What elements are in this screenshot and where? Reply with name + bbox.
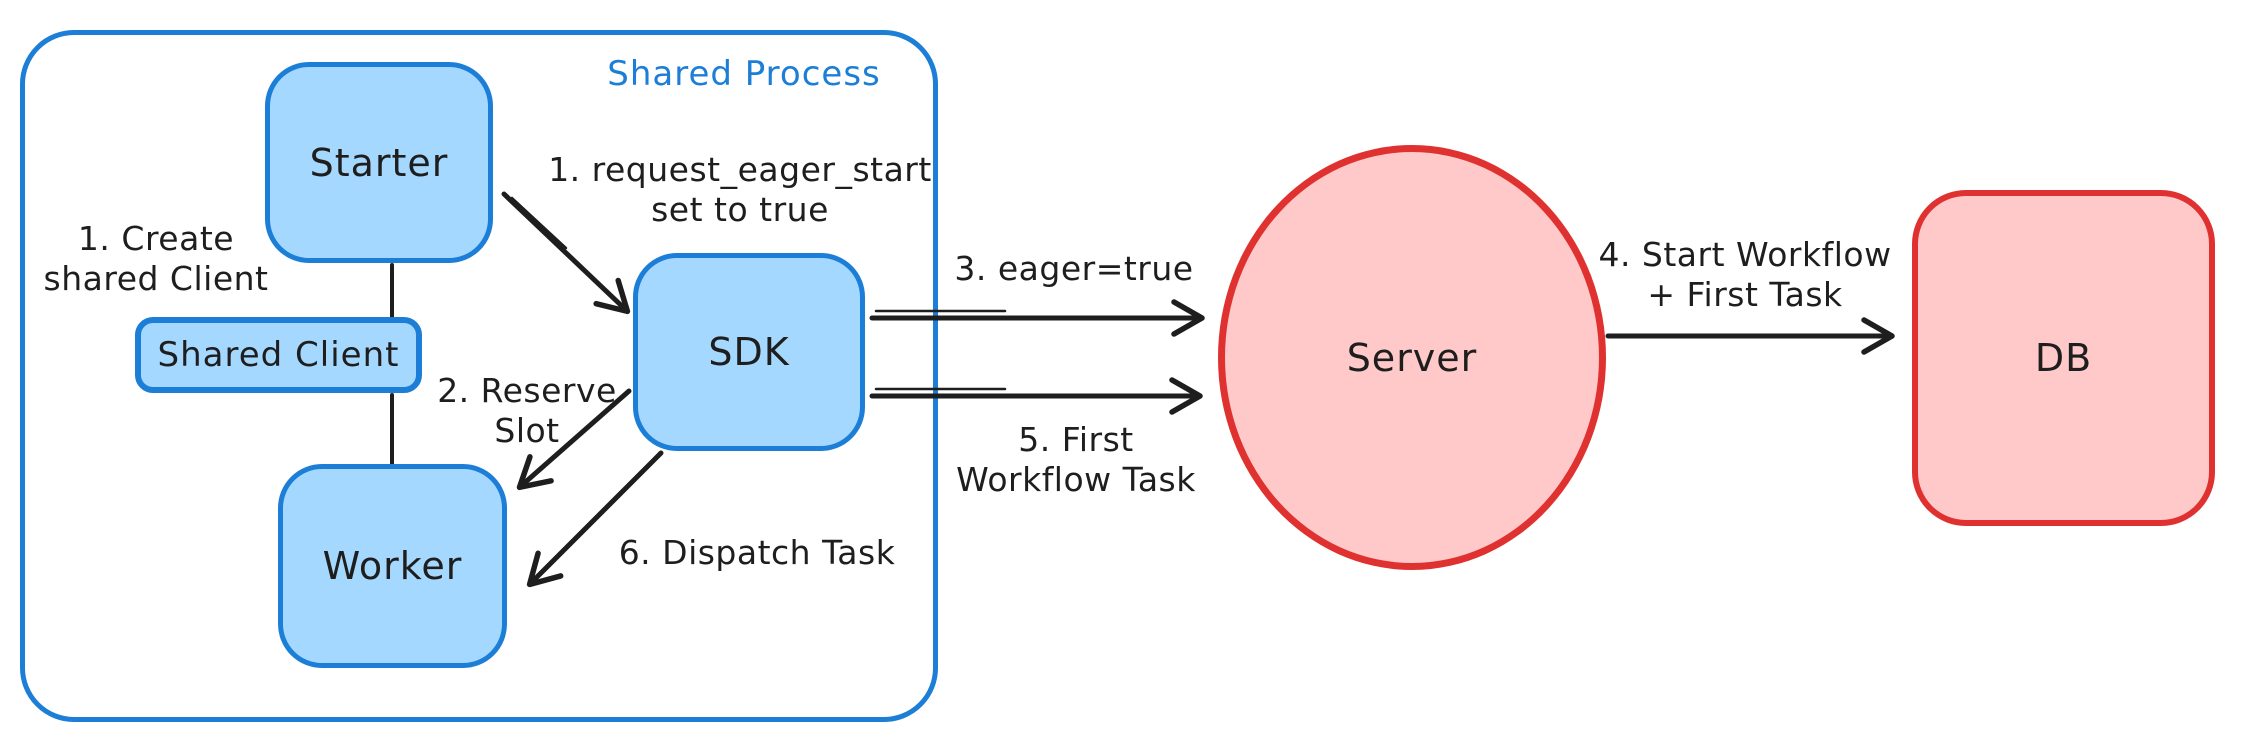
node-starter: Starter <box>265 62 493 263</box>
node-shared-client: Shared Client <box>135 317 422 393</box>
arrow-starter-to-sdk-sketch <box>510 196 568 250</box>
node-server: Server <box>1218 145 1606 570</box>
node-sdk-label: SDK <box>708 330 790 374</box>
node-db-label: DB <box>2034 336 2093 380</box>
arrow-starter-to-sdk <box>501 191 631 315</box>
arrow-sdk-to-worker-reserve <box>516 388 632 491</box>
node-worker: Worker <box>278 464 507 668</box>
node-shared-client-label: Shared Client <box>157 335 400 375</box>
annotation-reserve-slot: 2. Reserve Slot <box>437 371 617 450</box>
node-sdk: SDK <box>633 253 865 451</box>
node-worker-label: Worker <box>322 544 463 588</box>
annotation-request-eager-start: 1. request_eager_start set to true <box>548 150 932 229</box>
arrow-sdk-to-worker-dispatch <box>526 450 664 588</box>
node-starter-label: Starter <box>309 140 449 185</box>
annotation-start-workflow-first-task: 4. Start Workflow + First Task <box>1598 235 1892 314</box>
node-server-label: Server <box>1346 335 1478 380</box>
annotation-eager-true: 3. eager=true <box>954 249 1194 288</box>
shared-process-container <box>20 30 938 722</box>
annotation-create-shared-client: 1. Create shared Client <box>43 219 269 298</box>
node-db: DB <box>1912 190 2215 526</box>
annotation-dispatch-task: 6. Dispatch Task <box>618 533 896 572</box>
annotation-first-workflow-task: 5. First Workflow Task <box>956 420 1196 499</box>
shared-process-label: Shared Process <box>607 54 881 94</box>
